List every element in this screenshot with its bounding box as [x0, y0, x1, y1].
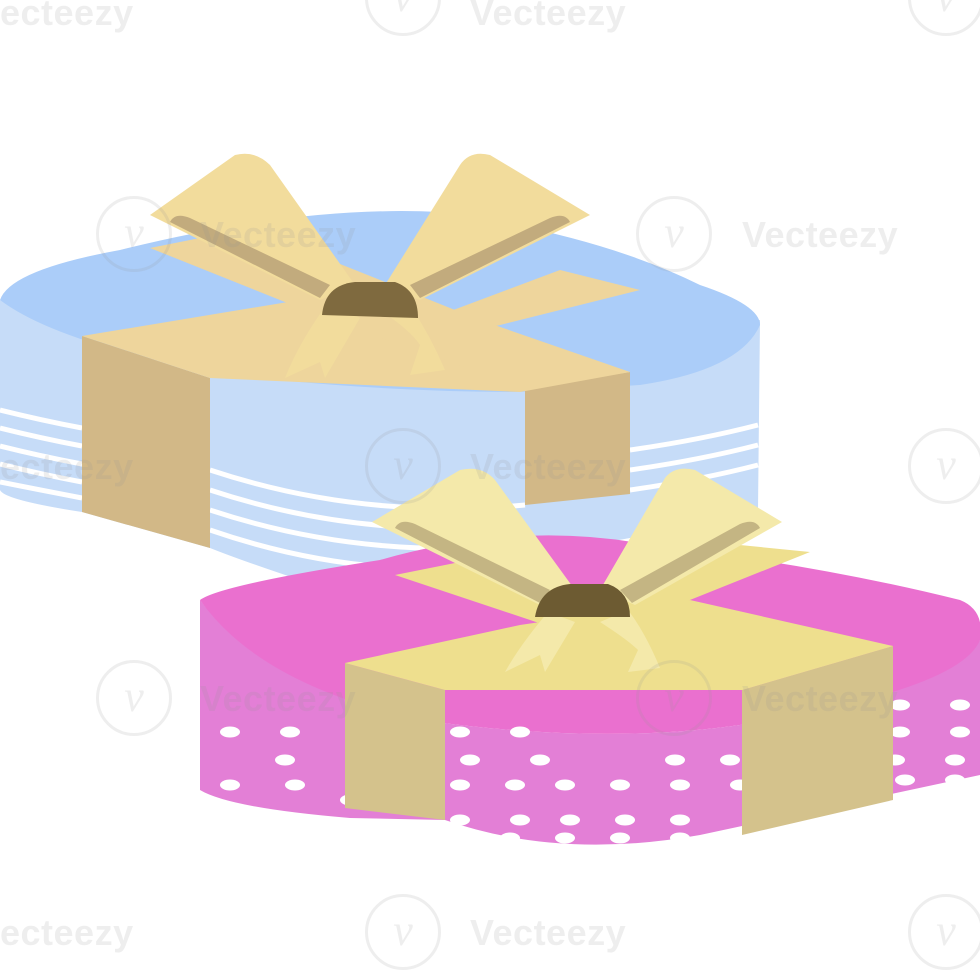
- polka-dot: [890, 699, 910, 711]
- watermark-text: Vecteezy: [742, 214, 899, 255]
- polka-dot: [450, 779, 470, 791]
- blue-gift-ribbon-left-side: [82, 336, 210, 548]
- blue-gift-bow-knot: [322, 282, 418, 318]
- watermark-logo: [908, 894, 980, 970]
- polka-dot: [285, 779, 305, 791]
- pink-gift-dots: [220, 699, 970, 844]
- watermark-logo: [636, 660, 712, 736]
- polka-dot: [895, 774, 915, 786]
- polka-dot: [615, 814, 635, 826]
- polka-dot: [220, 726, 240, 738]
- watermark-logo: [365, 894, 441, 970]
- pink-gift-bow-right-loop: [600, 468, 782, 605]
- pink-gift-bow-right-tail: [600, 610, 660, 672]
- polka-dot: [670, 832, 690, 844]
- polka-dot: [460, 754, 480, 766]
- polka-dot: [275, 754, 295, 766]
- polka-dot: [555, 779, 575, 791]
- pink-gift-bow-left-tail: [505, 612, 575, 672]
- watermark-text: ecteezy: [0, 0, 134, 33]
- blue-gift-bow-right-loop: [385, 153, 590, 300]
- watermark-text: Vecteezy: [200, 678, 357, 719]
- watermark-text: ecteezy: [0, 912, 134, 953]
- watermark-logo: [636, 196, 712, 272]
- pink-gift-bow-knot: [535, 584, 630, 617]
- polka-dot: [945, 774, 965, 786]
- pink-gift-ribbon-right-side: [742, 646, 893, 835]
- polka-dot: [280, 726, 300, 738]
- polka-dot: [530, 754, 550, 766]
- polka-dot: [665, 754, 685, 766]
- blue-gift-bow-left-loop-shadow: [170, 215, 330, 298]
- polka-dot: [670, 779, 690, 791]
- pink-gift-ribbon-left-side: [345, 663, 445, 820]
- polka-dot: [555, 832, 575, 844]
- polka-dot: [220, 779, 240, 791]
- blue-gift-bow-left-loop: [150, 153, 355, 300]
- watermark-text: Vecteezy: [470, 912, 627, 953]
- blue-gift-ribbon-right-side: [525, 372, 630, 505]
- blue-gift: [0, 153, 760, 580]
- pink-gift-bow-left-loop: [372, 468, 575, 605]
- pink-gift-bow-left-loop-shadow: [395, 521, 550, 603]
- pink-gift-bow-right-loop-shadow: [620, 521, 760, 603]
- polka-dot: [610, 832, 630, 844]
- watermark-logo: [365, 428, 441, 504]
- watermark-logo: [96, 196, 172, 272]
- polka-dot: [720, 832, 740, 844]
- pink-gift: [200, 468, 980, 845]
- polka-dot: [505, 779, 525, 791]
- watermark-text: Vecteezy: [470, 446, 627, 487]
- polka-dot: [450, 814, 470, 826]
- watermark-text: Vecteezy: [200, 214, 357, 255]
- polka-dot: [895, 794, 915, 806]
- polka-dot: [950, 699, 970, 711]
- polka-dot: [510, 726, 530, 738]
- watermark-logo: [908, 428, 980, 504]
- polka-dot: [950, 726, 970, 738]
- polka-dot: [500, 832, 520, 844]
- polka-dot: [945, 754, 965, 766]
- blue-gift-bow-left-tail: [285, 300, 360, 378]
- polka-dot: [720, 754, 740, 766]
- polka-dot: [610, 779, 630, 791]
- blue-gift-ribbon-top-c: [400, 270, 640, 330]
- watermark-logo: [96, 660, 172, 736]
- blue-gift-bow-right-tail: [380, 305, 445, 375]
- polka-dot: [890, 726, 910, 738]
- polka-dot: [450, 726, 470, 738]
- polka-dot: [510, 814, 530, 826]
- blue-gift-bow-right-loop-shadow: [410, 215, 570, 298]
- watermark-text: ecteezy: [0, 446, 134, 487]
- watermark-text: Vecteezy: [470, 0, 627, 33]
- polka-dot: [670, 814, 690, 826]
- polka-dot: [560, 814, 580, 826]
- watermark-text: Vecteezy: [742, 678, 899, 719]
